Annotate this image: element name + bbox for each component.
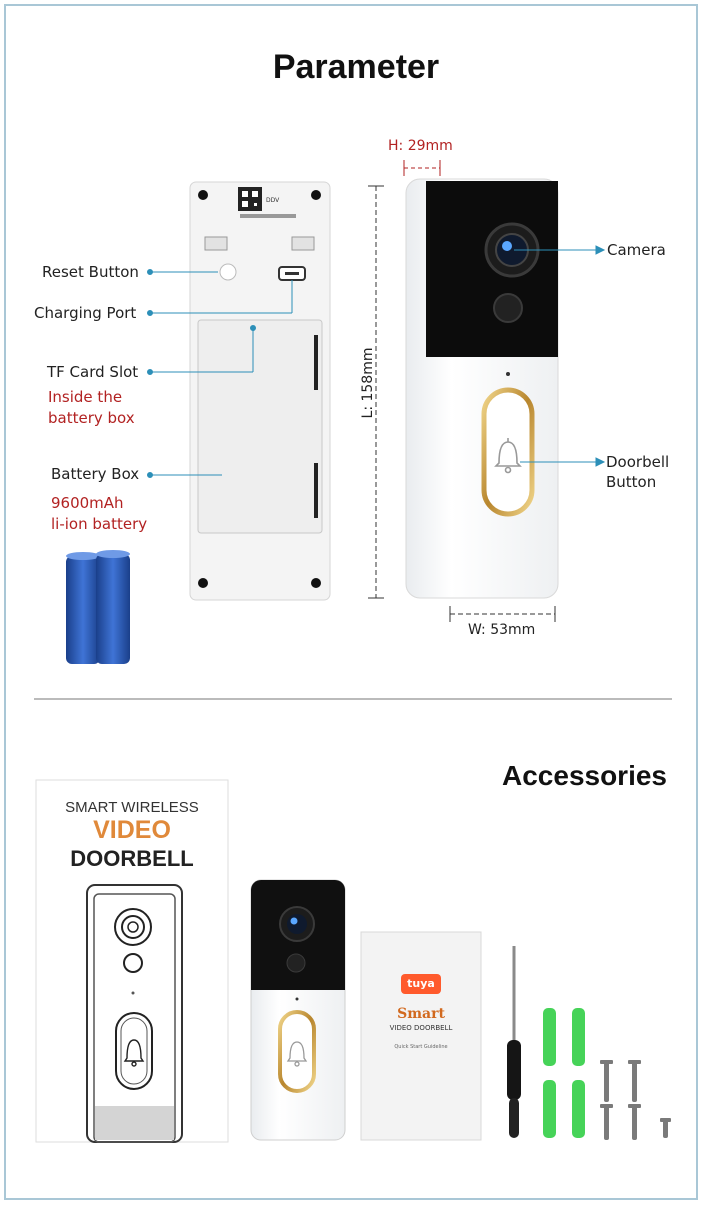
screw-hole-icon bbox=[311, 578, 321, 588]
speaker-grille bbox=[95, 1106, 174, 1140]
parameter-title: Parameter bbox=[272, 48, 440, 86]
label-reset-button: Reset Button bbox=[42, 263, 139, 281]
screw-hole-icon bbox=[198, 578, 208, 588]
box-line-3: DOORBELL bbox=[70, 846, 194, 871]
screw-hole-icon bbox=[311, 190, 321, 200]
qr-code-icon bbox=[238, 187, 262, 211]
bell-icon bbox=[286, 1041, 308, 1067]
manual-title: Smart bbox=[397, 1006, 445, 1022]
screw-icon bbox=[600, 1060, 671, 1140]
dimension-length: L: 158mm bbox=[360, 347, 376, 419]
dimension-width: W: 53mm bbox=[468, 622, 536, 638]
pir-sensor-icon bbox=[493, 293, 523, 323]
label-doorbell-1: Doorbell bbox=[606, 453, 670, 471]
screw-hole-icon bbox=[198, 190, 208, 200]
camera-lens-icon bbox=[114, 908, 152, 946]
wall-anchor-icon bbox=[543, 1008, 585, 1138]
user-manual bbox=[360, 931, 482, 1141]
device-sticker: DDV bbox=[266, 197, 280, 204]
device-back-view bbox=[189, 181, 331, 601]
note-tf-location-2: battery box bbox=[48, 409, 135, 427]
battery-icon bbox=[66, 550, 130, 664]
bell-icon bbox=[494, 438, 522, 474]
label-charging-port: Charging Port bbox=[34, 304, 137, 322]
annotation-pointers bbox=[147, 245, 606, 478]
device-front-view bbox=[405, 178, 559, 599]
label-camera: Camera bbox=[607, 241, 666, 259]
box-line-1: SMART WIRELESS bbox=[65, 799, 199, 816]
dimension-height: H: 29mm bbox=[388, 138, 453, 154]
doorbell-button bbox=[115, 1012, 153, 1090]
reset-button-hole bbox=[219, 263, 237, 281]
label-battery-box: Battery Box bbox=[51, 465, 140, 483]
manual-subtitle: VIDEO DOORBELL bbox=[389, 1024, 453, 1032]
battery-capacity: 9600mAh bbox=[51, 494, 124, 512]
note-tf-location-1: Inside the bbox=[48, 388, 123, 406]
manual-guide: Quick Start Guideline bbox=[394, 1044, 448, 1050]
doorbell-button bbox=[278, 1010, 316, 1093]
accessories-title: Accessories bbox=[502, 760, 668, 791]
battery-type: li-ion battery bbox=[51, 515, 148, 533]
screwdriver-icon bbox=[507, 946, 521, 1138]
label-doorbell-2: Button bbox=[606, 473, 657, 491]
doorbell-button bbox=[481, 387, 535, 517]
box-line-2: VIDEO bbox=[93, 816, 171, 844]
doorbell-unit bbox=[250, 879, 346, 1141]
page-border bbox=[4, 4, 698, 1200]
bell-icon bbox=[123, 1039, 145, 1067]
label-tf-card-slot: TF Card Slot bbox=[47, 363, 139, 381]
dimension-lines bbox=[368, 160, 556, 622]
tuya-logo bbox=[401, 974, 441, 994]
retail-box bbox=[35, 779, 229, 1143]
manual-brand: tuya bbox=[407, 977, 435, 990]
